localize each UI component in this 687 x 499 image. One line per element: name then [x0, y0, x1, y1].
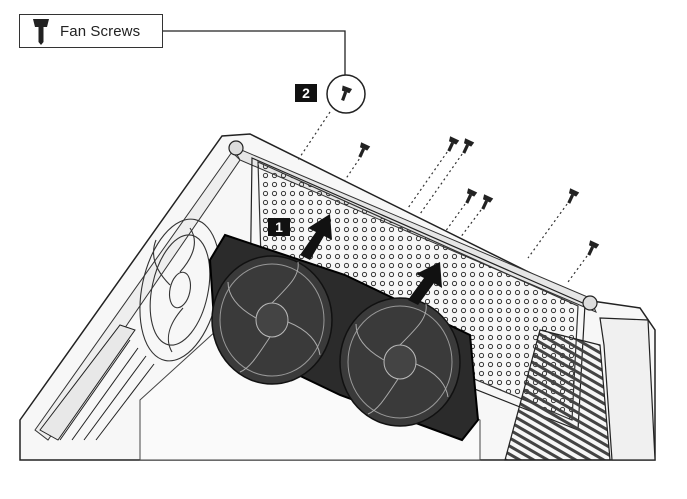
- fan-screw-icon: [478, 194, 494, 212]
- dual-fan-assembly: [208, 233, 480, 442]
- legend-label: Fan Screws: [60, 22, 141, 40]
- arrow-up-left: [300, 214, 332, 260]
- fan-screw-icon: [462, 188, 478, 206]
- screw-guides: [297, 111, 591, 283]
- fan-right: [339, 297, 461, 427]
- legend-box: Fan Screws: [19, 14, 163, 48]
- fan-screw-icon: [444, 136, 460, 154]
- step-2-badge: 2: [295, 84, 317, 102]
- fan-screw-icon: [584, 240, 600, 258]
- step-1-badge: 1: [268, 218, 290, 236]
- legend-leader-line: [163, 30, 346, 76]
- screw-callout: [326, 74, 366, 114]
- fan-left: [211, 255, 333, 385]
- fan-screw-icon: [564, 188, 580, 206]
- fan-screw-icon: [355, 142, 371, 160]
- fan-screw-icon: [33, 19, 49, 45]
- fan-screw-icon: [459, 138, 475, 156]
- arrow-up-right: [408, 262, 442, 305]
